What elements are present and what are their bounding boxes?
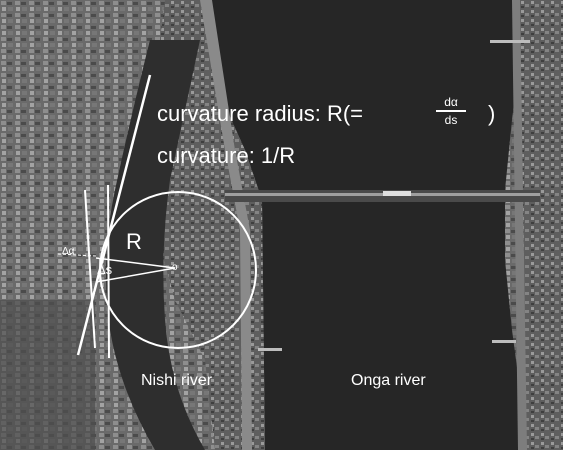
park-area: [0, 300, 95, 450]
onga-river-water: [205, 0, 520, 450]
pier-south-right: [492, 340, 516, 343]
weir-deck: [225, 193, 540, 196]
derivative-fraction: dα ds: [436, 95, 466, 127]
curvature-text: curvature: 1/R: [157, 143, 296, 168]
weir-highlight: [383, 191, 411, 196]
normal-line: [84, 189, 96, 349]
nishi-river-water: [106, 40, 205, 450]
east-bank: [520, 0, 563, 450]
curvature-diagram: [57, 74, 257, 359]
nishi-river-label: Nishi river: [141, 372, 213, 389]
radius-line-upper: [95, 257, 176, 269]
east-levee: [512, 0, 527, 450]
radius-line-lower: [95, 267, 176, 283]
fraction-numerator: dα: [444, 95, 458, 109]
arc-length-label: Δs: [97, 262, 113, 277]
formula-close-paren: ): [488, 101, 496, 126]
fraction-denominator: ds: [444, 112, 458, 127]
pier-north: [490, 40, 530, 43]
center-point-label: o: [172, 262, 178, 273]
curvature-radius-text: curvature radius: R(=: [157, 101, 364, 126]
tangent-line-outer: [76, 74, 152, 356]
tangent-line-inner: [107, 184, 110, 359]
pier-south-left: [258, 348, 282, 351]
onga-river-label: Onga river: [351, 372, 426, 389]
fraction-bar: [436, 110, 466, 112]
angle-change-label: Δα: [62, 246, 75, 257]
radius-label: R: [126, 229, 142, 254]
delta-alpha-dash: [57, 253, 97, 257]
